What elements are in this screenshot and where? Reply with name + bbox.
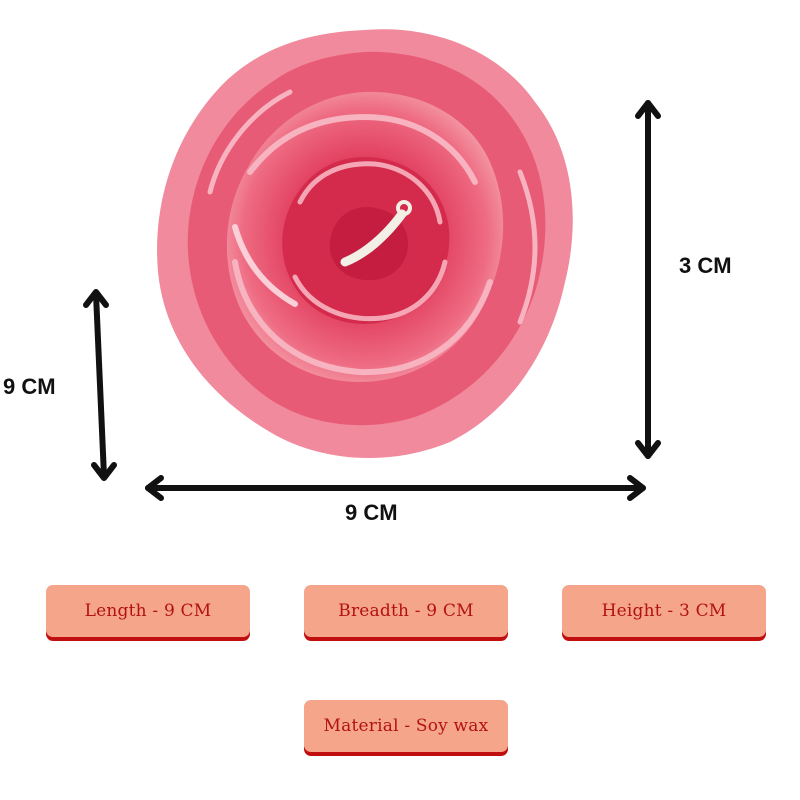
height-badge-label: Height - 3 CM [601, 601, 727, 621]
material-badge-label: Material - Soy wax [323, 716, 489, 736]
breadth-badge: Breadth - 9 CM [304, 585, 508, 637]
right-dimension-label: 3 CM [679, 253, 732, 278]
material-badge: Material - Soy wax [304, 700, 508, 752]
length-badge: Length - 9 CM [46, 585, 250, 637]
right-vertical-arrow-icon [635, 100, 661, 459]
wick-icon [340, 200, 412, 267]
height-badge: Height - 3 CM [562, 585, 766, 637]
rose-candle-image [157, 29, 573, 459]
length-badge-label: Length - 9 CM [84, 601, 212, 621]
left-vertical-arrow-icon [83, 289, 117, 481]
left-dimension-label: 9 CM [3, 374, 56, 399]
breadth-badge-label: Breadth - 9 CM [338, 601, 474, 621]
bottom-dimension-label: 9 CM [345, 500, 398, 525]
bottom-horizontal-arrow-icon [145, 475, 646, 501]
